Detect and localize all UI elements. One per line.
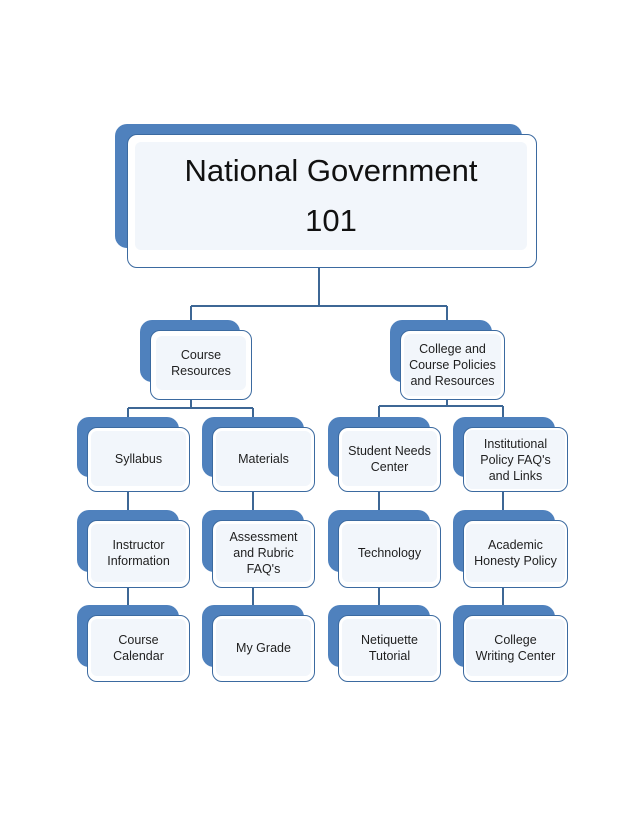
branch-label: College and Course Policies and Resource… xyxy=(404,334,501,396)
leaf-academic-honesty-policy: Academic Honesty Policy xyxy=(453,510,568,588)
leaf-college-writing-center: College Writing Center xyxy=(453,605,568,682)
leaf-technology: Technology xyxy=(328,510,441,588)
leaf-label: Course Calendar xyxy=(91,619,186,676)
leaf-label: College Writing Center xyxy=(466,619,565,676)
branch-course-resources: Course Resources xyxy=(140,320,252,400)
leaf-assessment-rubric: Assessment and Rubric FAQ's xyxy=(202,510,315,588)
leaf-syllabus: Syllabus xyxy=(77,417,190,492)
leaf-label: Syllabus xyxy=(91,431,186,486)
leaf-label: Academic Honesty Policy xyxy=(466,524,565,582)
branch-label: Course Resources xyxy=(156,336,246,390)
branch-college-course-policies: College and Course Policies and Resource… xyxy=(390,320,505,400)
leaf-netiquette-tutorial: Netiquette Tutorial xyxy=(328,605,441,682)
leaf-label: My Grade xyxy=(216,619,311,676)
root-node: National Government 101 xyxy=(115,124,537,270)
leaf-instructor-information: Instructor Information xyxy=(77,510,190,588)
leaf-label: Institutional Policy FAQ's and Links xyxy=(466,430,565,489)
leaf-label: Assessment and Rubric FAQ's xyxy=(216,524,311,582)
leaf-label: Technology xyxy=(342,524,437,582)
root-label: National Government 101 xyxy=(135,142,527,250)
leaf-label: Netiquette Tutorial xyxy=(342,619,437,676)
leaf-student-needs-center: Student Needs Center xyxy=(328,417,441,492)
leaf-materials: Materials xyxy=(202,417,315,492)
leaf-institutional-policy: Institutional Policy FAQ's and Links xyxy=(453,417,568,492)
leaf-course-calendar: Course Calendar xyxy=(77,605,190,682)
leaf-label: Materials xyxy=(216,431,311,486)
leaf-my-grade: My Grade xyxy=(202,605,315,682)
leaf-label: Instructor Information xyxy=(91,524,186,582)
leaf-label: Student Needs Center xyxy=(342,431,437,486)
